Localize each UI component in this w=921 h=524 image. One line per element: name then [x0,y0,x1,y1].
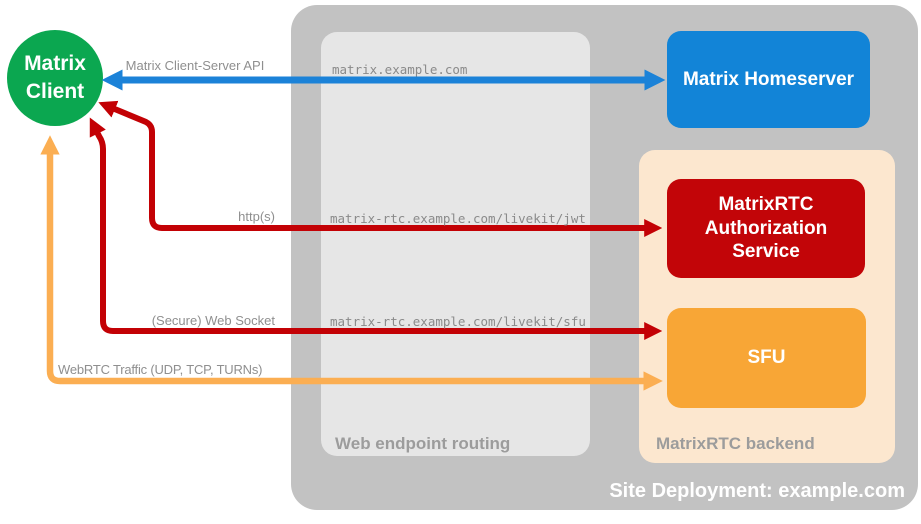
site-deployment-title: Site Deployment: example.com [609,480,905,502]
matrix-client-label-line1: Matrix [24,52,86,76]
web-endpoint-routing-label: Web endpoint routing [335,434,511,453]
endpoint-livekit-jwt: matrix-rtc.example.com/livekit/jwt [330,211,586,226]
matrix-client-label-line2: Client [25,80,85,103]
sfu-label: SFU [747,347,786,368]
endpoint-matrix-example-com: matrix.example.com [332,62,468,77]
matrix-client-node: Matrix Client [7,30,103,126]
auth-service-label-line3: Service [732,241,800,263]
client-server-api-label: Matrix Client-Server API [125,58,265,73]
https-label: http(s) [238,209,275,224]
auth-service-label-line1: MatrixRTC [718,193,814,215]
auth-service-label-line2: Authorization [704,217,828,239]
matrixrtc-backend-label: MatrixRTC backend [656,434,815,453]
endpoint-livekit-sfu: matrix-rtc.example.com/livekit/sfu [330,314,586,329]
matrix-homeserver-label: Matrix Homeserver [682,68,855,90]
matrix-homeserver-node: Matrix Homeserver [667,31,870,128]
webrtc-traffic-label: WebRTC Traffic (UDP, TCP, TURNs) [58,362,263,377]
sfu-node: SFU [667,308,866,408]
matrixrtc-authorization-service-node: MatrixRTC Authorization Service [667,179,865,278]
web-endpoint-routing-container [321,32,590,456]
secure-websocket-label: (Secure) Web Socket [151,313,275,328]
